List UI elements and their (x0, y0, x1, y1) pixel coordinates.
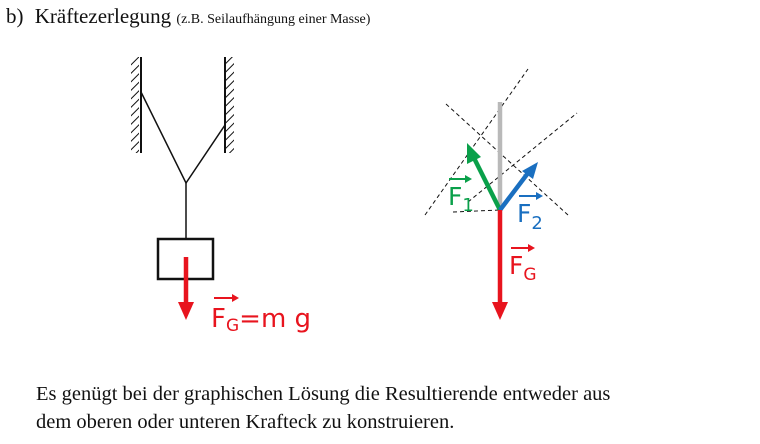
section-title: Kräftezerlegung (34, 4, 172, 28)
weight-force-label: FG=m g (211, 294, 311, 336)
fg-label: FG (509, 244, 537, 285)
f2-arrow-head (522, 162, 538, 179)
vector-arrowhead-icon (232, 294, 239, 302)
section-heading: b) Kräftezerlegung (z.B. Seilaufhängung … (6, 4, 370, 29)
construction-line-3 (452, 209, 501, 213)
left-wall-hatch (131, 57, 139, 153)
f1-arrow-head (467, 143, 481, 164)
fg-arrow-head (492, 302, 508, 320)
f1-label: F1 (448, 175, 474, 216)
f2-symbol: F2 (517, 199, 543, 234)
fg-symbol: FG (509, 251, 537, 285)
vector-arrowhead-icon (465, 175, 472, 183)
construction-line-4 (467, 112, 578, 203)
explanation-paragraph: Es genügt bei der graphischen Lösung die… (36, 380, 756, 436)
f1-symbol: F1 (448, 182, 474, 216)
f1-arrow-shaft (471, 156, 503, 212)
section-note: (z.B. Seilaufhängung einer Masse) (176, 12, 371, 27)
f2-arrow-shaft (498, 171, 530, 212)
section-label: b) (6, 4, 24, 28)
force-parallelogram: F1 F2 FG (424, 68, 578, 320)
vector-arrowhead-icon (528, 244, 535, 252)
suspension-diagram: FG=m g (131, 57, 311, 336)
f2-label: F2 (517, 192, 543, 234)
right-wall-hatch (226, 57, 234, 153)
rope (140, 91, 226, 185)
weight-arrow-head (178, 302, 194, 320)
paragraph-line-1: Es genügt bei der graphischen Lösung die… (36, 383, 611, 405)
weight-force-symbol: FG=m g (211, 304, 311, 336)
paragraph-line-2: dem oberen oder unteren Krafteck zu kons… (36, 411, 455, 433)
vector-arrowhead-icon (536, 192, 543, 200)
construction-line-2 (424, 68, 529, 216)
